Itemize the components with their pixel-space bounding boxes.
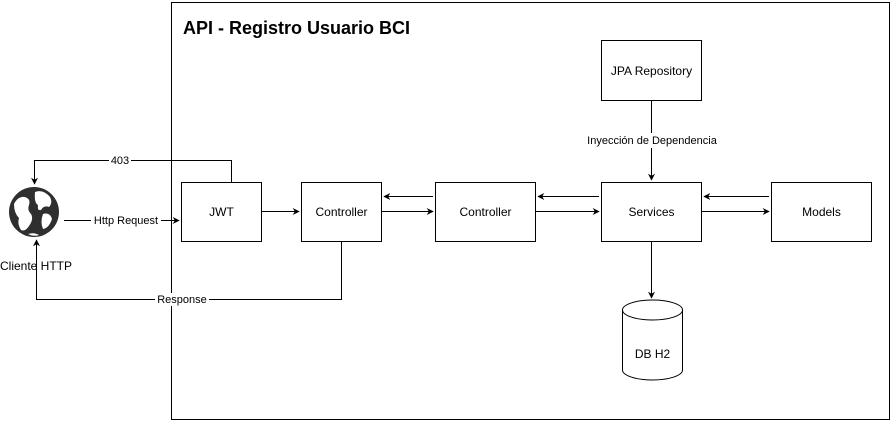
services-box: [601, 182, 702, 242]
jwt-box: [181, 182, 262, 242]
forbidden-edge: [31, 160, 232, 185]
models-label: Models: [802, 205, 841, 219]
jpa-repository-label: JPA Repository: [611, 64, 692, 78]
services-label: Services: [628, 205, 674, 219]
injection-edge-label: Inyección de Dependencia: [587, 135, 718, 147]
forbidden-edge-label: 403: [111, 155, 129, 167]
db-label: DB H2: [635, 347, 671, 361]
jwt-label: JWT: [209, 205, 234, 219]
globe-icon: [9, 187, 59, 237]
response-edge-label: Response: [157, 294, 207, 306]
controller-2-box: [435, 182, 536, 242]
db-cylinder: [622, 299, 683, 381]
controller-1-label: Controller: [315, 205, 367, 219]
controller-2-label: Controller: [459, 205, 511, 219]
models-box: [771, 182, 872, 242]
diagram-title: API - Registro Usuario BCI: [183, 18, 410, 38]
request-edge-label: Http Request: [94, 215, 158, 227]
jpa-repository-box: [601, 40, 702, 101]
controller-1-box: [301, 182, 382, 242]
